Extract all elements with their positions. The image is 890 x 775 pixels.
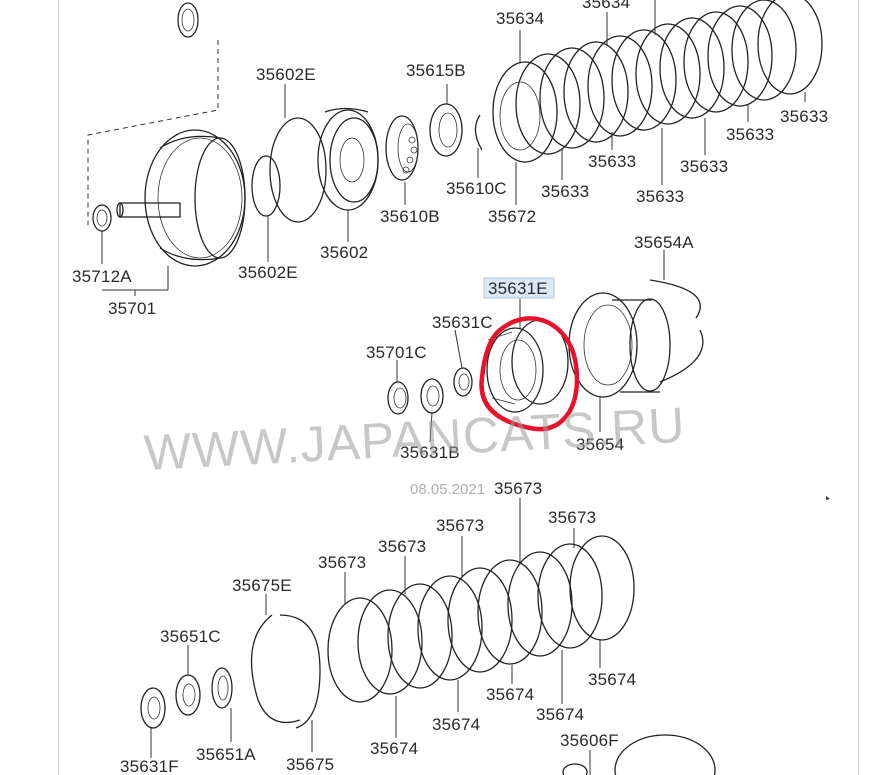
date-stamp: 08.05.2021 xyxy=(410,481,485,498)
label-35674-c: 35674 xyxy=(536,705,584,724)
bearing-35651c-icon xyxy=(175,674,201,716)
clutch-pack-bottom-icon xyxy=(327,535,635,703)
top-leader-lines xyxy=(101,0,806,296)
middle-leader-lines xyxy=(396,250,665,443)
label-35602e-bottom: 35602E xyxy=(238,263,298,282)
o-ring-large-icon xyxy=(269,117,327,223)
bottom-leader-lines xyxy=(150,498,601,775)
label-35633-d: 35633 xyxy=(680,157,728,176)
label-35631b: 35631B xyxy=(400,443,460,462)
dashed-bracket xyxy=(87,40,219,225)
label-35673-c: 35673 xyxy=(436,516,484,535)
planetary-gear-icon xyxy=(562,734,716,775)
label-35651a: 35651A xyxy=(196,745,256,764)
label-35615b: 35615B xyxy=(406,61,466,80)
label-35672: 35672 xyxy=(488,207,536,226)
label-35673-b: 35673 xyxy=(548,508,596,527)
brake-drum-35654-icon xyxy=(568,292,671,398)
label-35633-a: 35633 xyxy=(780,107,828,126)
label-35633-f: 35633 xyxy=(636,187,684,206)
label-35712a: 35712A xyxy=(72,267,132,286)
label-35634-a: 35634 xyxy=(496,9,544,28)
small-marker-icon xyxy=(826,496,830,500)
label-35673-d: 35673 xyxy=(378,537,426,556)
label-35701: 35701 xyxy=(108,299,156,318)
label-35606f: 35606F xyxy=(560,731,619,750)
washer-top-icon xyxy=(177,2,199,38)
oil-seal-35712a-icon xyxy=(92,204,112,232)
label-35675e: 35675E xyxy=(232,576,292,595)
label-35633-e: 35633 xyxy=(541,182,589,201)
label-35701c: 35701C xyxy=(366,343,427,362)
right-frame-border xyxy=(858,0,859,775)
label-35674-b: 35674 xyxy=(486,685,534,704)
label-35634-b: 35634 xyxy=(582,0,630,12)
label-35610c: 35610C xyxy=(446,179,507,198)
label-35673-a: 35673 xyxy=(494,479,542,498)
washer-35701c-icon xyxy=(387,381,409,415)
label-35674-a: 35674 xyxy=(588,670,636,689)
left-frame-border xyxy=(58,0,59,775)
highlight-label-box xyxy=(483,277,555,299)
clutch-pack-top-icon xyxy=(492,0,823,163)
label-35610b: 35610B xyxy=(380,207,440,226)
label-35631c: 35631C xyxy=(432,313,493,332)
label-35633-c: 35633 xyxy=(588,152,636,171)
label-35633-b: 35633 xyxy=(726,125,774,144)
one-way-clutch-35631e-icon xyxy=(486,319,569,413)
label-35631f: 35631F xyxy=(120,757,179,775)
label-35674-d: 35674 xyxy=(432,715,480,734)
torque-converter-icon xyxy=(116,129,246,267)
bearing-35610b-icon xyxy=(385,115,419,181)
bearing-35631b-icon xyxy=(420,378,444,414)
snap-ring-35654a-icon xyxy=(649,279,704,383)
label-35602e-top: 35602E xyxy=(256,65,316,84)
o-ring-small-icon xyxy=(251,155,281,217)
label-35631e: 35631E xyxy=(488,279,548,298)
snap-ring-35675e-icon xyxy=(250,614,321,729)
label-35654: 35654 xyxy=(576,435,624,454)
race-35631f-icon xyxy=(140,687,166,729)
oil-pump-icon xyxy=(317,107,379,211)
label-35651c: 35651C xyxy=(160,627,221,646)
label-35675: 35675 xyxy=(286,755,334,774)
label-35602: 35602 xyxy=(320,243,368,262)
watermark: WWW.JAPANCATS.RU xyxy=(143,397,687,481)
race-35631c-icon xyxy=(453,367,473,397)
label-35674-e: 35674 xyxy=(370,739,418,758)
snap-ring-35610c-icon xyxy=(474,114,483,151)
washer-35615b-icon xyxy=(429,103,463,157)
label-35654a: 35654A xyxy=(634,233,694,252)
washer-35651a-icon xyxy=(211,667,233,709)
highlight-circle xyxy=(479,316,580,432)
label-35673-e: 35673 xyxy=(318,553,366,572)
